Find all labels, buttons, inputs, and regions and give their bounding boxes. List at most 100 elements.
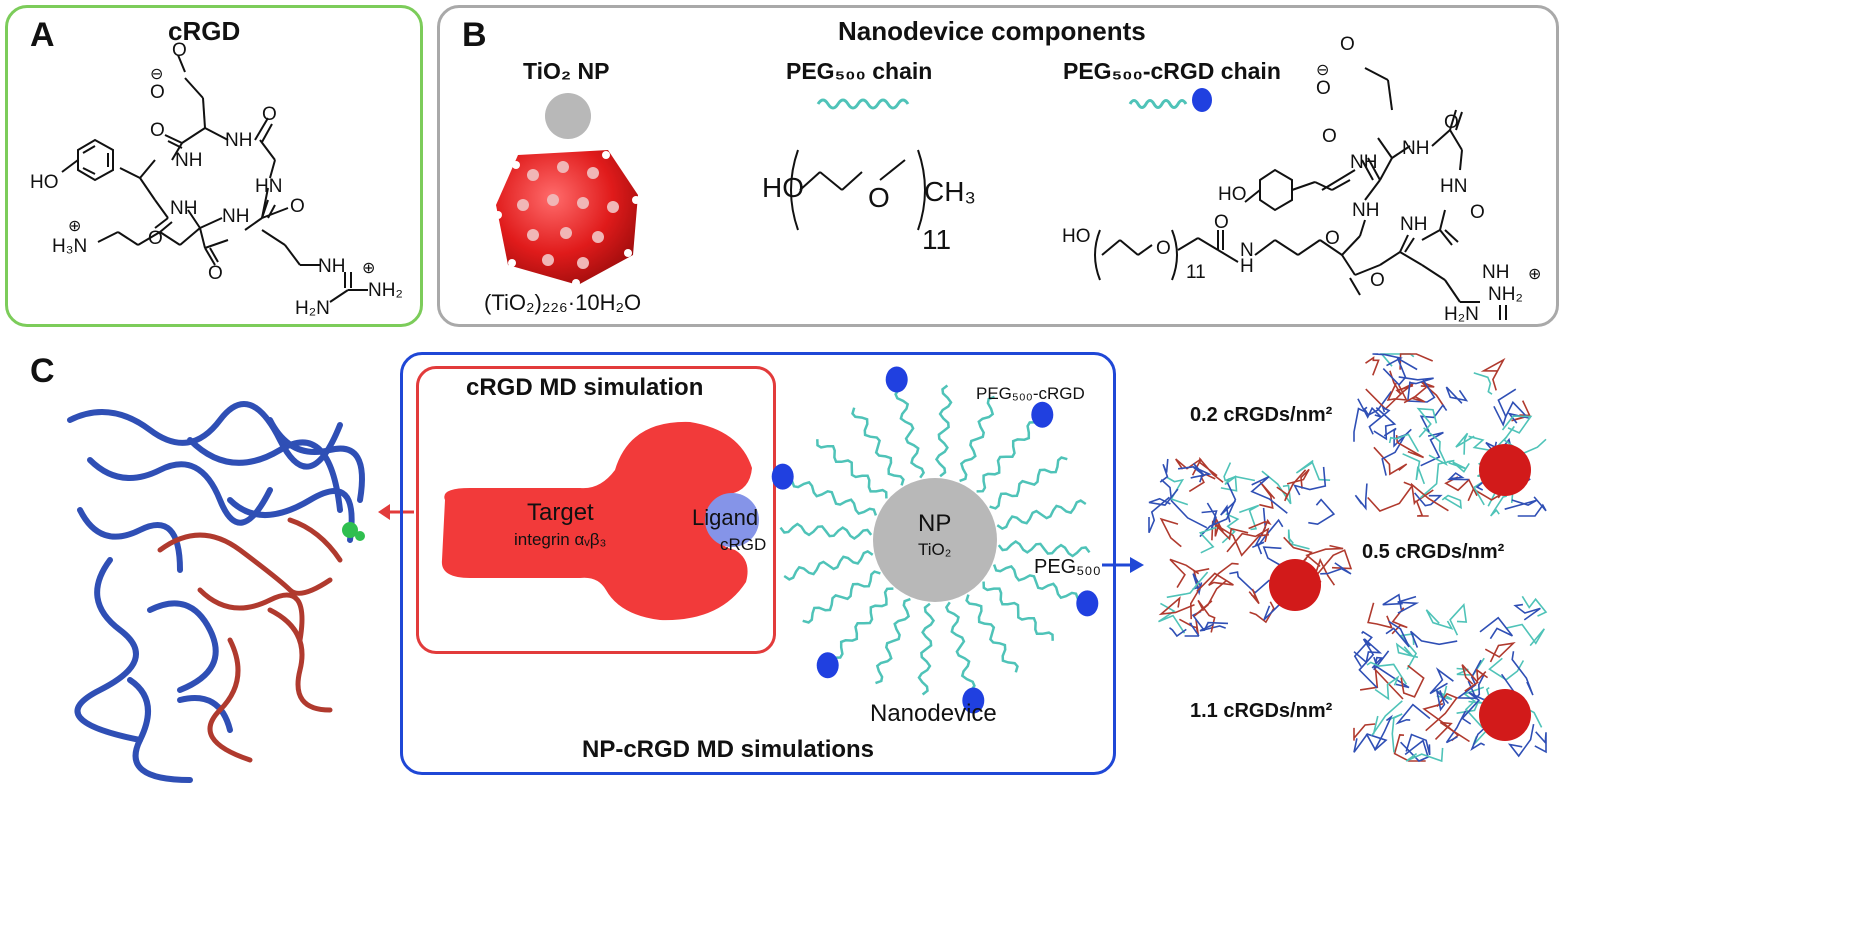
- protein-strand: [1353, 638, 1383, 664]
- protein-strand: [1395, 703, 1431, 725]
- protein-strand: [1416, 407, 1438, 438]
- nanoparticle-core: [1479, 689, 1531, 741]
- integrin-protein-render: [67, 401, 365, 783]
- peg-crgd-chain-label: PEG₅₀₀-cRGD chain: [1063, 58, 1281, 84]
- protein-strand: [1371, 650, 1390, 671]
- protein-strand: [1198, 526, 1217, 554]
- peg-chain: [779, 522, 873, 541]
- protein-strand: [1386, 382, 1408, 402]
- protein-strand: [1367, 602, 1394, 629]
- protein-strand: [1239, 504, 1260, 531]
- protein-strand: [1493, 388, 1517, 427]
- protein-strand: [1257, 518, 1284, 555]
- protein-strand: [1382, 593, 1403, 610]
- protein-strand: [1507, 723, 1535, 758]
- panel-b-letter: B: [462, 16, 487, 54]
- protein-strand: [1370, 700, 1403, 736]
- target-integrin-shape: [441, 421, 759, 621]
- density-label-02: 0.2 cRGDs/nm²: [1190, 404, 1333, 426]
- protein-strand: [1501, 415, 1533, 434]
- protein-strand: [1445, 710, 1467, 744]
- protein-strand: [1219, 526, 1269, 557]
- protein-strand: [1160, 479, 1208, 529]
- protein-strand: [1179, 618, 1199, 635]
- np-subtitle: TiO₂: [918, 540, 952, 559]
- protein-strand: [1449, 603, 1468, 636]
- peg-ch3: CH₃: [924, 176, 976, 207]
- pc-nh-d: NH: [1400, 214, 1428, 235]
- panel-b: [437, 5, 1559, 327]
- a-o-4: O: [290, 196, 305, 217]
- protein-strand: [1248, 518, 1272, 535]
- peg-chain: [989, 456, 1068, 510]
- target-label: Target: [527, 499, 594, 526]
- pc-ho: HO: [1062, 226, 1091, 247]
- protein-strand: [1316, 549, 1353, 576]
- protein-strand: [1368, 406, 1391, 435]
- pc-o-5: O: [1370, 270, 1385, 291]
- protein-strand: [1383, 427, 1412, 448]
- density-label-05: 0.5 cRGDs/nm²: [1362, 541, 1505, 563]
- protein-strand: [1420, 431, 1444, 467]
- protein-strand: [1159, 517, 1182, 548]
- protein-strand: [1373, 407, 1397, 441]
- pc-ho-phenol: HO: [1218, 184, 1247, 205]
- pc-o-top: O: [1340, 34, 1355, 55]
- protein-strand: [1393, 734, 1426, 762]
- a-hn: HN: [255, 176, 283, 197]
- protein-strand: [1455, 432, 1475, 455]
- protein-strand: [1448, 461, 1470, 473]
- protein-strand: [1372, 353, 1403, 367]
- protein-strand: [1353, 723, 1376, 741]
- protein-strand: [1177, 465, 1212, 479]
- peg-chain: [834, 587, 894, 659]
- protein-strand: [1441, 494, 1462, 510]
- pc-amide-h: H: [1240, 256, 1254, 277]
- peg-chain: [917, 602, 936, 696]
- protein-strand: [1320, 562, 1352, 575]
- panel-a-title: cRGD: [168, 16, 241, 46]
- protein-strand: [1166, 476, 1189, 506]
- protein-strand: [1158, 596, 1195, 616]
- protein-strand: [1357, 398, 1382, 419]
- protein-strand: [1517, 496, 1547, 517]
- a-nh-c: NH: [170, 198, 198, 219]
- protein-strand: [1353, 407, 1365, 442]
- crgd-head: [885, 366, 908, 393]
- protein-strand: [1208, 562, 1239, 586]
- protein-strand: [1259, 481, 1276, 509]
- peg-chain: [851, 407, 905, 486]
- protein-strand: [1423, 427, 1448, 467]
- protein-strand: [1276, 469, 1307, 502]
- crgd-structure: [61, 54, 368, 303]
- complex-render-11: [1353, 593, 1548, 763]
- protein-strand: [1175, 458, 1202, 476]
- protein-strand: [1199, 482, 1237, 538]
- protein-strand: [1226, 527, 1270, 553]
- pc-nh-a: NH: [1350, 152, 1378, 173]
- protein-strand: [1196, 572, 1234, 592]
- np-crgd-md-title: NP-cRGD MD simulations: [582, 736, 875, 763]
- peg-chain: [944, 601, 976, 692]
- protein-strand: [1398, 376, 1434, 385]
- protein-strand: [1158, 602, 1186, 634]
- protein-strand: [1365, 714, 1394, 752]
- protein-strand: [1419, 459, 1455, 499]
- peg-chain-label: PEG₅₀₀ chain: [786, 58, 933, 84]
- crgd-md-box: [416, 366, 776, 654]
- peg-structure: [790, 149, 926, 231]
- protein-strand: [1490, 495, 1507, 517]
- peg-n: 11: [922, 224, 952, 255]
- protein-strand: [1223, 462, 1256, 482]
- peg-chain: [965, 594, 1019, 673]
- protein-strand: [1308, 498, 1336, 526]
- peg-chain: [982, 581, 1054, 641]
- peg-chain: [816, 439, 888, 499]
- protein-strand: [1473, 372, 1493, 395]
- protein-strand: [1425, 609, 1454, 630]
- tio2-nanoparticle-render: [494, 150, 640, 287]
- nanodevice-label: Nanodevice: [870, 700, 997, 727]
- protein-strand: [1461, 691, 1485, 725]
- protein-strand: [1402, 453, 1426, 485]
- a-o-top: O: [172, 40, 187, 61]
